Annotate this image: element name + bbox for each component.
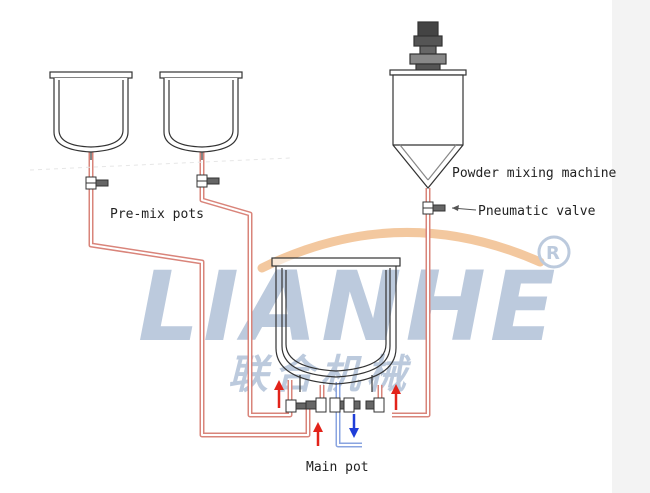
- pipe-main-stubs: [319, 385, 383, 398]
- faint-guide-line: [29, 157, 291, 171]
- watermark-logo: LIANHE 联合机械 R: [138, 228, 571, 398]
- powder-mixing-machine: [389, 21, 467, 189]
- right-margin-band: [612, 0, 650, 493]
- registered-mark: R: [546, 243, 560, 264]
- valve-main-1: [285, 399, 307, 413]
- valve-pneumatic: [422, 201, 446, 215]
- label-premix-pots: Pre-mix pots: [110, 207, 204, 222]
- label-pneumatic-valve: Pneumatic valve: [478, 204, 596, 219]
- flow-arrows: [274, 380, 401, 446]
- valve-main-2: [305, 397, 327, 413]
- arrow-in-bottom: [313, 422, 323, 446]
- valve-main-5: [365, 397, 385, 413]
- pipe-powder-machine: [392, 188, 431, 418]
- arrow-in-powder: [391, 384, 401, 410]
- premix-pot-right: [159, 71, 243, 160]
- valve-premix-left: [85, 176, 109, 190]
- main-pot: [271, 257, 401, 392]
- pneumatic-valve-pointer: [451, 205, 477, 211]
- valve-premix-right: [196, 174, 220, 188]
- label-main-pot: Main pot: [306, 460, 369, 475]
- registered-mark-circle: [537, 235, 571, 269]
- label-powder-mixing-machine: Powder mixing machine: [452, 166, 617, 181]
- logo-arc: [257, 228, 545, 273]
- premix-pot-left: [49, 71, 133, 160]
- valves: [85, 174, 446, 413]
- valve-main-4: [343, 397, 361, 413]
- pipe-premix-left: [88, 150, 311, 438]
- pipes: [88, 150, 431, 448]
- motor: [417, 21, 439, 37]
- arrow-in-left-pot: [274, 380, 284, 408]
- arrow-out-drain: [349, 414, 359, 438]
- logo-brand-text: LIANHE: [138, 251, 559, 363]
